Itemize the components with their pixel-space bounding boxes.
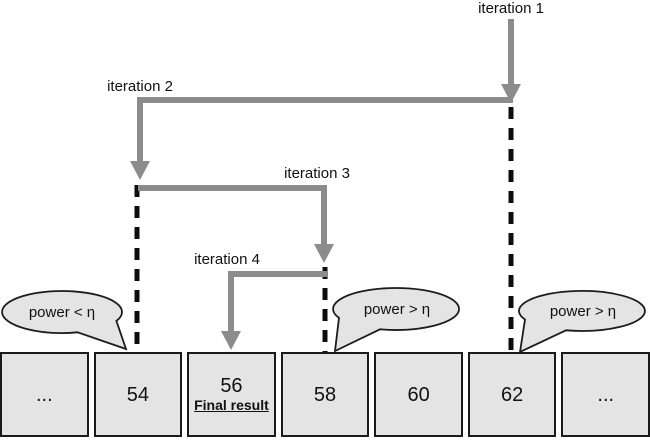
- callout-text-3: power > η: [550, 303, 616, 320]
- iteration-2-arrow: [130, 97, 513, 180]
- callout-power-gt-eta-1: power > η: [332, 287, 460, 353]
- iteration-1-arrow: [501, 19, 521, 103]
- box-value: ...: [35, 383, 53, 406]
- box-value: 58: [313, 383, 337, 406]
- iteration-4-arrowhead-icon: [221, 331, 241, 350]
- iteration-3-arrow-shaft: [138, 185, 327, 246]
- callout-bubble-shape: [518, 290, 646, 354]
- box-value: 60: [407, 383, 430, 406]
- value-box-54: 54: [93, 352, 183, 437]
- iteration-3-label: iteration 3: [284, 165, 350, 182]
- callout-power-gt-eta-2: power > η: [518, 290, 646, 354]
- value-box-right-ellipsis: ...: [561, 352, 650, 437]
- iteration-3-arrowhead-icon: [314, 244, 334, 263]
- iteration-4-label: iteration 4: [194, 251, 260, 268]
- iteration-2-arrowhead-icon: [130, 161, 150, 180]
- value-box-row: ... 54 56 Final result 58 60 62 ...: [0, 352, 650, 437]
- box-value: 62: [501, 383, 524, 406]
- value-box-62: 62: [467, 352, 557, 437]
- iteration-4-arrow: [221, 271, 327, 350]
- iteration-1-label: iteration 1: [478, 0, 544, 17]
- callout-text-2: power > η: [364, 301, 430, 318]
- callout-bubble-shape: [332, 287, 460, 353]
- iteration-4-arrow-shaft: [228, 271, 327, 333]
- value-box-58: 58: [280, 352, 370, 437]
- box-value: 54: [126, 383, 149, 406]
- callout-text-1: power < η: [29, 304, 95, 321]
- iteration-2-arrow-shaft: [137, 97, 513, 163]
- iteration-1-arrowhead-icon: [501, 84, 521, 103]
- value-box-56-final-result: 56 Final result: [187, 352, 276, 437]
- box-value: ...: [597, 383, 615, 406]
- callout-power-lt-eta: power < η: [1, 290, 128, 351]
- box-value: 56: [220, 375, 243, 398]
- final-result-note: Final result: [194, 397, 269, 414]
- value-box-left-ellipsis: ...: [0, 352, 89, 437]
- value-box-60: 60: [374, 352, 463, 437]
- iteration-2-label: iteration 2: [107, 78, 173, 95]
- iteration-3-arrow: [138, 185, 334, 263]
- callout-bubble-shape: [1, 290, 128, 351]
